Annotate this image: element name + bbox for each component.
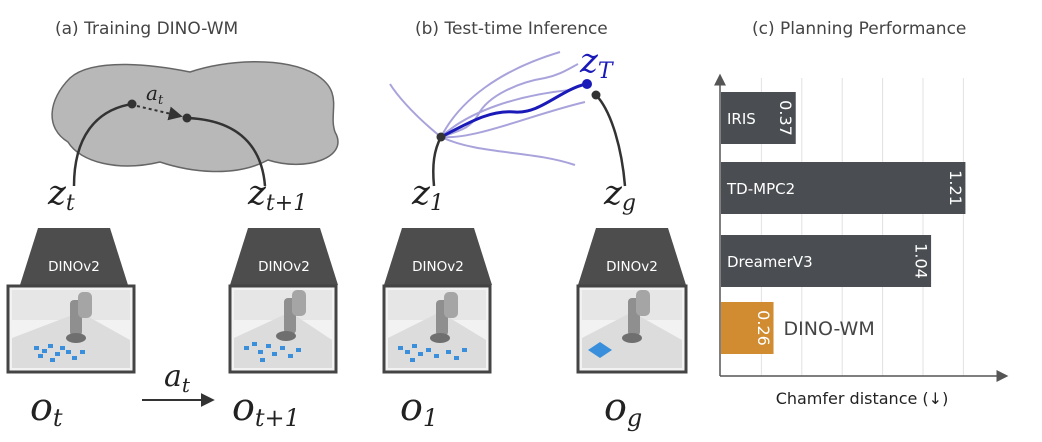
observation-image-ot1 bbox=[228, 284, 338, 374]
observation-image-ot bbox=[6, 284, 136, 374]
encoder-right-a-label: DINOv2 bbox=[258, 259, 310, 275]
zt1-latent-curve bbox=[186, 116, 267, 187]
encoder-right-b bbox=[578, 228, 686, 285]
observation-image-og bbox=[576, 284, 688, 374]
bar-iris bbox=[721, 92, 796, 144]
zg-label: zg bbox=[603, 173, 636, 216]
encoder-left-b bbox=[384, 228, 492, 285]
bar-label-td-mpc2: TD-MPC2 bbox=[726, 180, 795, 198]
panel-a-title: (a) Training DINO-WM bbox=[55, 19, 238, 39]
bar-value-dreamerv3: 1.04 bbox=[912, 243, 931, 279]
bar-dreamerv3 bbox=[721, 235, 932, 287]
panel-c-title: (c) Planning Performance bbox=[752, 19, 966, 39]
zT-latent-point bbox=[582, 79, 592, 89]
zt1-label: zt+1 bbox=[247, 173, 307, 216]
zg-connector bbox=[595, 94, 627, 187]
panel-b-title: (b) Test-time Inference bbox=[415, 19, 608, 39]
zt-label: zt bbox=[47, 173, 75, 216]
candidate-trajectories bbox=[389, 51, 586, 166]
bar-td-mpc2 bbox=[721, 162, 966, 214]
encoder-right-a bbox=[230, 228, 338, 285]
zt-latent-point bbox=[127, 99, 137, 109]
optimal-trajectory bbox=[440, 82, 587, 139]
latent-action-arrow bbox=[136, 105, 183, 121]
o1-label: o1 bbox=[400, 385, 438, 432]
x-axis-label: Chamfer distance (↓) bbox=[776, 389, 949, 408]
bar-value-dino-wm: 0.26 bbox=[754, 310, 773, 346]
ot1-label: ot+1 bbox=[232, 385, 300, 432]
bar-label-dreamerv3: DreamerV3 bbox=[727, 253, 813, 271]
bar-label-iris: IRIS bbox=[727, 110, 756, 128]
encoder-left-a bbox=[20, 228, 128, 285]
bar-dino-wm bbox=[721, 302, 774, 354]
z1-connector bbox=[432, 136, 443, 187]
og-label: og bbox=[604, 385, 642, 432]
ot-label: ot bbox=[30, 385, 63, 432]
bottom-action-label: at bbox=[164, 359, 191, 397]
zg-latent-point bbox=[591, 90, 601, 100]
observation-image-o1 bbox=[382, 284, 492, 374]
encoder-left-a-label: DINOv2 bbox=[48, 259, 100, 275]
bar-label-dino-wm: DINO-WM bbox=[784, 318, 875, 340]
zT-label: zT bbox=[579, 41, 615, 84]
bar-value-td-mpc2: 1.21 bbox=[946, 170, 965, 206]
encoder-left-b-label: DINOv2 bbox=[412, 259, 464, 275]
zt-latent-curve bbox=[72, 102, 133, 187]
z1-label: z1 bbox=[411, 173, 444, 216]
encoder-right-b-label: DINOv2 bbox=[606, 259, 658, 275]
latent-space-blob bbox=[51, 61, 339, 173]
bar-value-iris: 0.37 bbox=[776, 100, 795, 136]
zt1-latent-point bbox=[182, 113, 192, 123]
latent-action-label: at bbox=[146, 81, 164, 108]
